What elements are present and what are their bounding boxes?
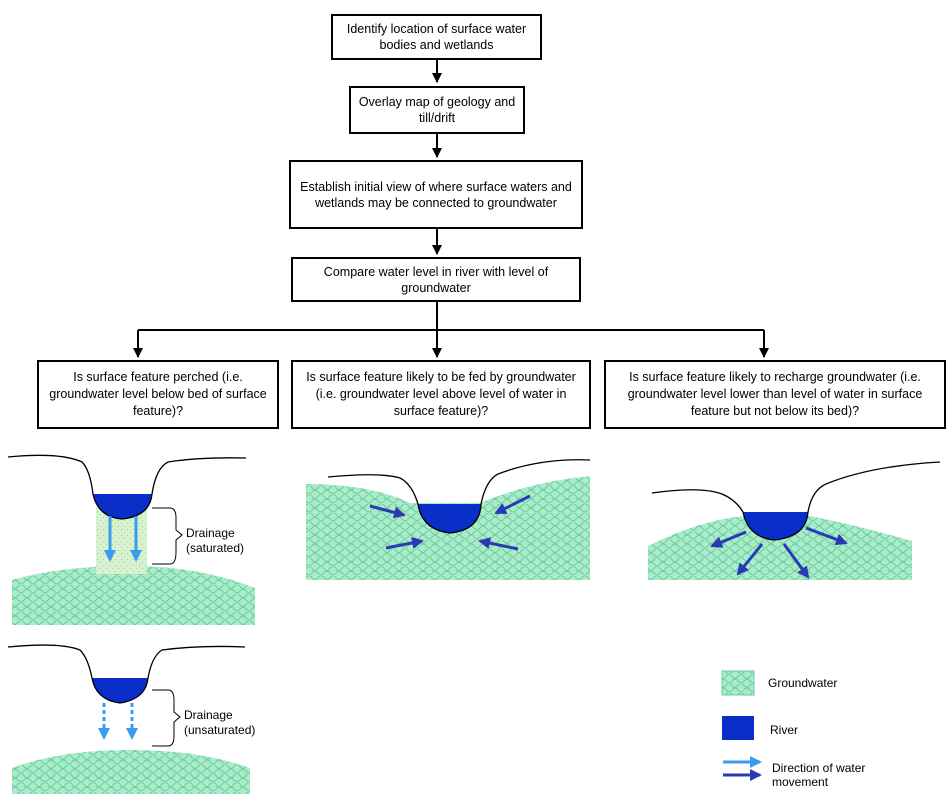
ground-surface	[327, 459, 591, 534]
question-text: Is surface feature likely to be fed by g…	[306, 370, 576, 418]
recharge-groundwater-diagram	[648, 461, 941, 580]
step-overlay-geology: Overlay map of geology and till/drift	[349, 86, 525, 134]
inflow-arrow	[369, 504, 406, 519]
perched-saturated-diagram	[7, 454, 255, 625]
perched-unsaturated-diagram	[7, 644, 250, 794]
outflow-arrow	[805, 526, 848, 546]
question-perched: Is surface feature perched (i.e. groundw…	[37, 360, 279, 429]
groundwater-mass	[12, 566, 255, 625]
inflow-arrow	[385, 537, 424, 550]
question-text: Is surface feature likely to recharge gr…	[627, 370, 923, 418]
step-initial-view: Establish initial view of where surface …	[289, 160, 583, 229]
fed-by-groundwater-diagram	[306, 459, 591, 580]
drainage-brace	[152, 507, 183, 565]
inflow-arrow	[478, 537, 519, 551]
legend-river-label: River	[770, 723, 799, 737]
ground-surface	[7, 644, 246, 704]
groundwater-mass	[12, 750, 250, 794]
question-fed-by-groundwater: Is surface feature likely to be fed by g…	[291, 360, 591, 429]
step-text: Identify location of surface water bodie…	[346, 22, 527, 52]
ground-surface	[651, 461, 941, 541]
outflow-arrow	[710, 530, 747, 548]
legend-symbols	[721, 670, 762, 781]
river-body	[743, 512, 808, 540]
river-body	[92, 678, 148, 703]
river-body	[93, 494, 152, 519]
step-text: Overlay map of geology and till/drift	[358, 95, 516, 125]
step-text: Compare water level in river with level …	[323, 264, 549, 295]
river-body	[418, 504, 481, 533]
question-text: Is surface feature perched (i.e. groundw…	[49, 370, 267, 418]
step-compare-levels: Compare water level in river with level …	[291, 257, 581, 302]
drainage-brace	[152, 689, 181, 747]
outflow-arrow	[782, 543, 810, 579]
drainage-saturated-label: Drainage (saturated)	[186, 526, 245, 555]
legend-direction-label: Direction of water movement	[772, 761, 866, 789]
drainage-unsaturated-label: Drainage (unsaturated)	[184, 708, 256, 737]
legend-groundwater-swatch	[721, 670, 755, 696]
legend-groundwater-label: Groundwater	[768, 676, 838, 690]
step-text: Establish initial view of where surface …	[300, 179, 572, 210]
question-recharge-groundwater: Is surface feature likely to recharge gr…	[604, 360, 946, 429]
step-identify-water-bodies: Identify location of surface water bodie…	[331, 14, 542, 60]
flow-connectors	[133, 60, 769, 358]
groundwater-mass	[648, 516, 912, 580]
legend-river-swatch	[722, 716, 754, 740]
outflow-arrow	[736, 543, 764, 576]
inflow-arrow	[494, 494, 531, 515]
ground-surface	[7, 454, 247, 520]
